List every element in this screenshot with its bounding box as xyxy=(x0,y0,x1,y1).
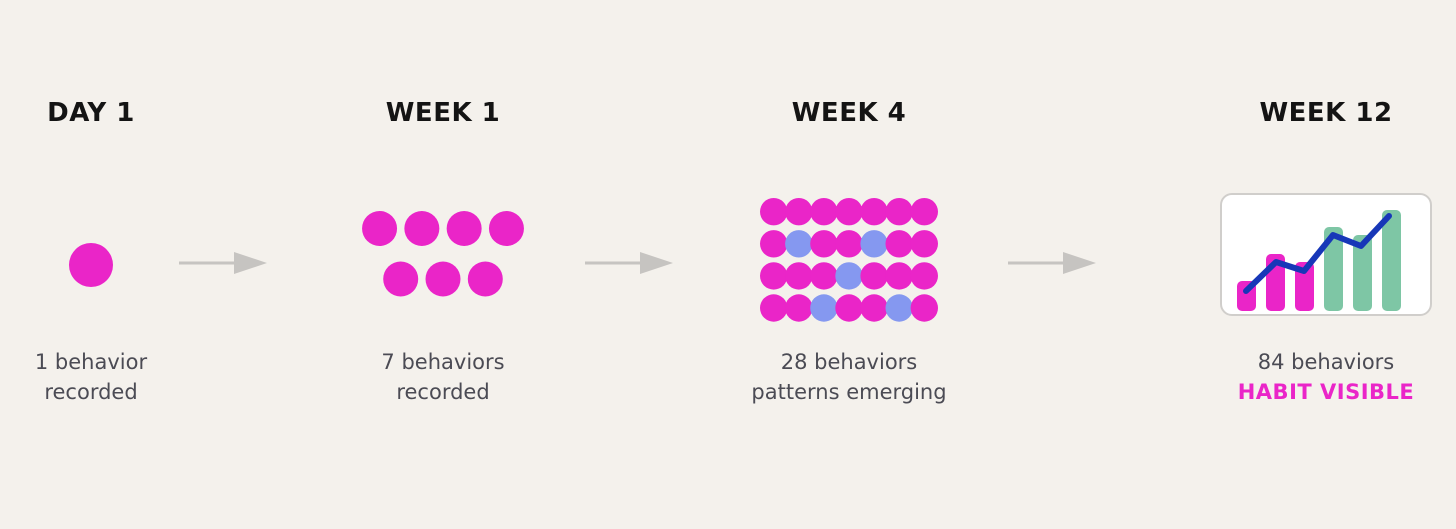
stage-day-1: DAY 1 1 behavior recorded xyxy=(1,0,181,529)
stage-title: WEEK 12 xyxy=(1259,98,1393,128)
caption-line-count: 7 behaviors xyxy=(381,350,505,374)
stage-week-4: WEEK 4 28 behaviors patterns emerging xyxy=(728,0,970,529)
caption-line-habit-visible: HABIT VISIBLE xyxy=(1237,380,1415,404)
behavior-dot-cluster xyxy=(361,210,525,298)
trend-chart-card xyxy=(1220,193,1432,316)
stage-title: WEEK 4 xyxy=(791,98,907,128)
stage-title: DAY 1 xyxy=(47,98,135,128)
single-behavior-dot xyxy=(68,242,114,288)
stage-title: WEEK 1 xyxy=(385,98,501,128)
caption-line-count: 1 behavior xyxy=(34,350,148,374)
stage-week-12: WEEK 12 84 behaviors HABIT VISIBLE xyxy=(1206,0,1446,529)
caption-line-status: recorded xyxy=(396,380,490,404)
caption-line-status: recorded xyxy=(44,380,138,404)
arrow-right-icon xyxy=(179,251,267,275)
caption-line-count: 28 behaviors xyxy=(780,350,918,374)
stage-week-1: WEEK 1 7 behaviors recorded xyxy=(343,0,543,529)
behavior-dot-grid xyxy=(759,197,939,323)
stage-caption: 84 behaviors HABIT VISIBLE xyxy=(1206,347,1446,407)
stage-caption: 1 behavior recorded xyxy=(1,347,181,407)
stage-caption: 7 behaviors recorded xyxy=(343,347,543,407)
bar-line-chart-icon xyxy=(1222,210,1430,318)
arrow-right-icon xyxy=(1008,251,1096,275)
caption-line-count: 84 behaviors xyxy=(1257,350,1395,374)
arrow-right-icon xyxy=(585,251,673,275)
stage-caption: 28 behaviors patterns emerging xyxy=(728,347,970,407)
caption-line-status: patterns emerging xyxy=(751,380,947,404)
